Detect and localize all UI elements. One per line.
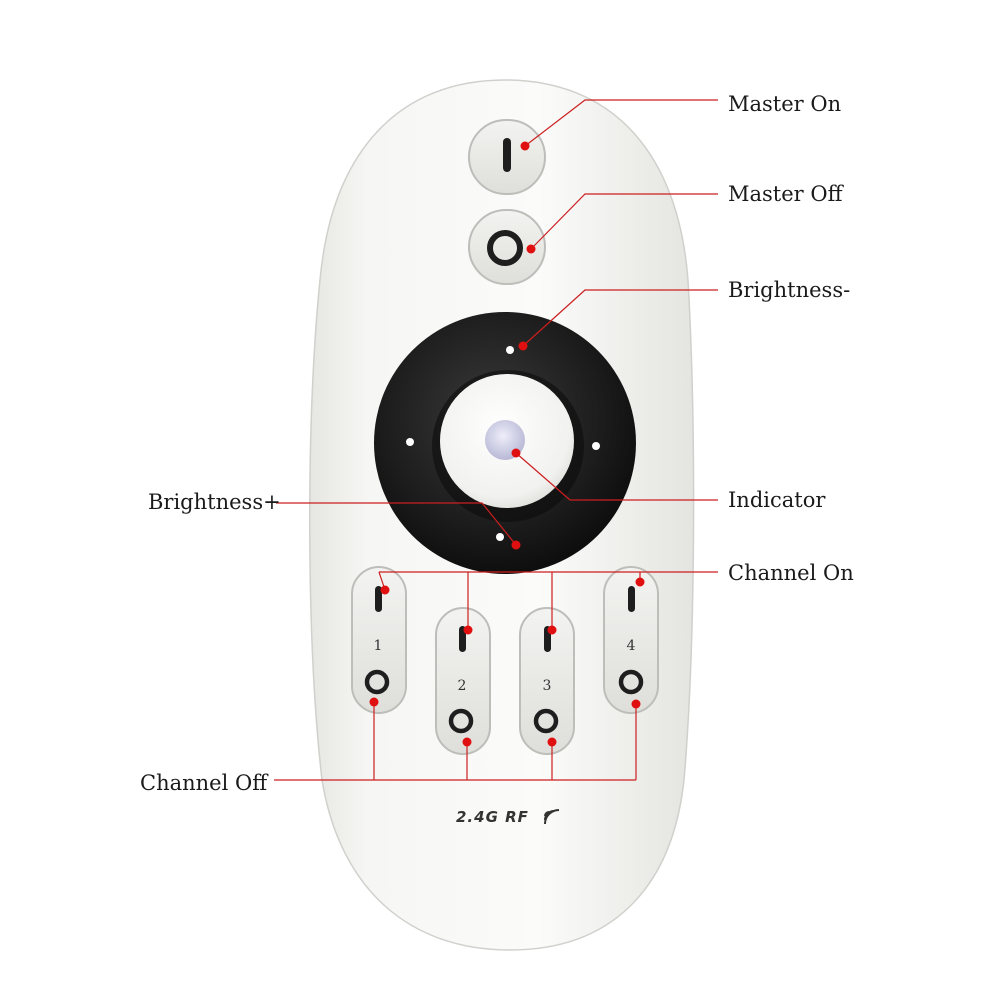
channel-3-number: 3 xyxy=(543,678,552,694)
leader-dots xyxy=(369,141,645,747)
brightness-plus-label: Brightness+ xyxy=(148,490,281,514)
power-on-icon xyxy=(503,138,511,172)
channel-1-off-icon xyxy=(364,669,390,695)
leader-lines xyxy=(274,99,718,781)
channel-2-off-icon xyxy=(448,708,474,734)
wireless-signal-icon xyxy=(544,809,560,825)
channel-2-number: 2 xyxy=(458,678,467,694)
master-on-label: Master On xyxy=(728,92,842,116)
channel-4-on-icon xyxy=(628,586,635,612)
brightness-plus-marker[interactable] xyxy=(496,533,504,541)
master-off-label: Master Off xyxy=(728,182,843,206)
channel-3-button[interactable]: 3 xyxy=(519,607,575,755)
channel-3-off-icon xyxy=(533,708,559,734)
channel-4-button[interactable]: 4 xyxy=(603,566,659,714)
indicator-label: Indicator xyxy=(728,488,826,512)
rf-logo-text: 2.4G RF xyxy=(456,808,529,826)
channel-1-button[interactable]: 1 xyxy=(351,566,407,714)
channel-2-button[interactable]: 2 xyxy=(435,607,491,755)
master-on-button[interactable] xyxy=(468,119,546,195)
channel-on-label: Channel On xyxy=(728,561,854,585)
channel-2-on-icon xyxy=(459,626,466,652)
channel-1-number: 1 xyxy=(374,638,383,654)
channel-4-off-icon xyxy=(618,669,644,695)
ring-right-marker[interactable] xyxy=(592,442,600,450)
channel-1-on-icon xyxy=(375,586,382,612)
master-off-button[interactable] xyxy=(468,209,546,285)
channel-off-label: Channel Off xyxy=(140,771,268,795)
brightness-minus-label: Brightness- xyxy=(728,278,851,302)
rf-logo: 2.4G RF xyxy=(456,808,560,826)
power-off-icon xyxy=(487,230,523,266)
brightness-minus-marker[interactable] xyxy=(506,346,514,354)
channel-4-number: 4 xyxy=(627,638,636,654)
ring-left-marker[interactable] xyxy=(406,438,414,446)
